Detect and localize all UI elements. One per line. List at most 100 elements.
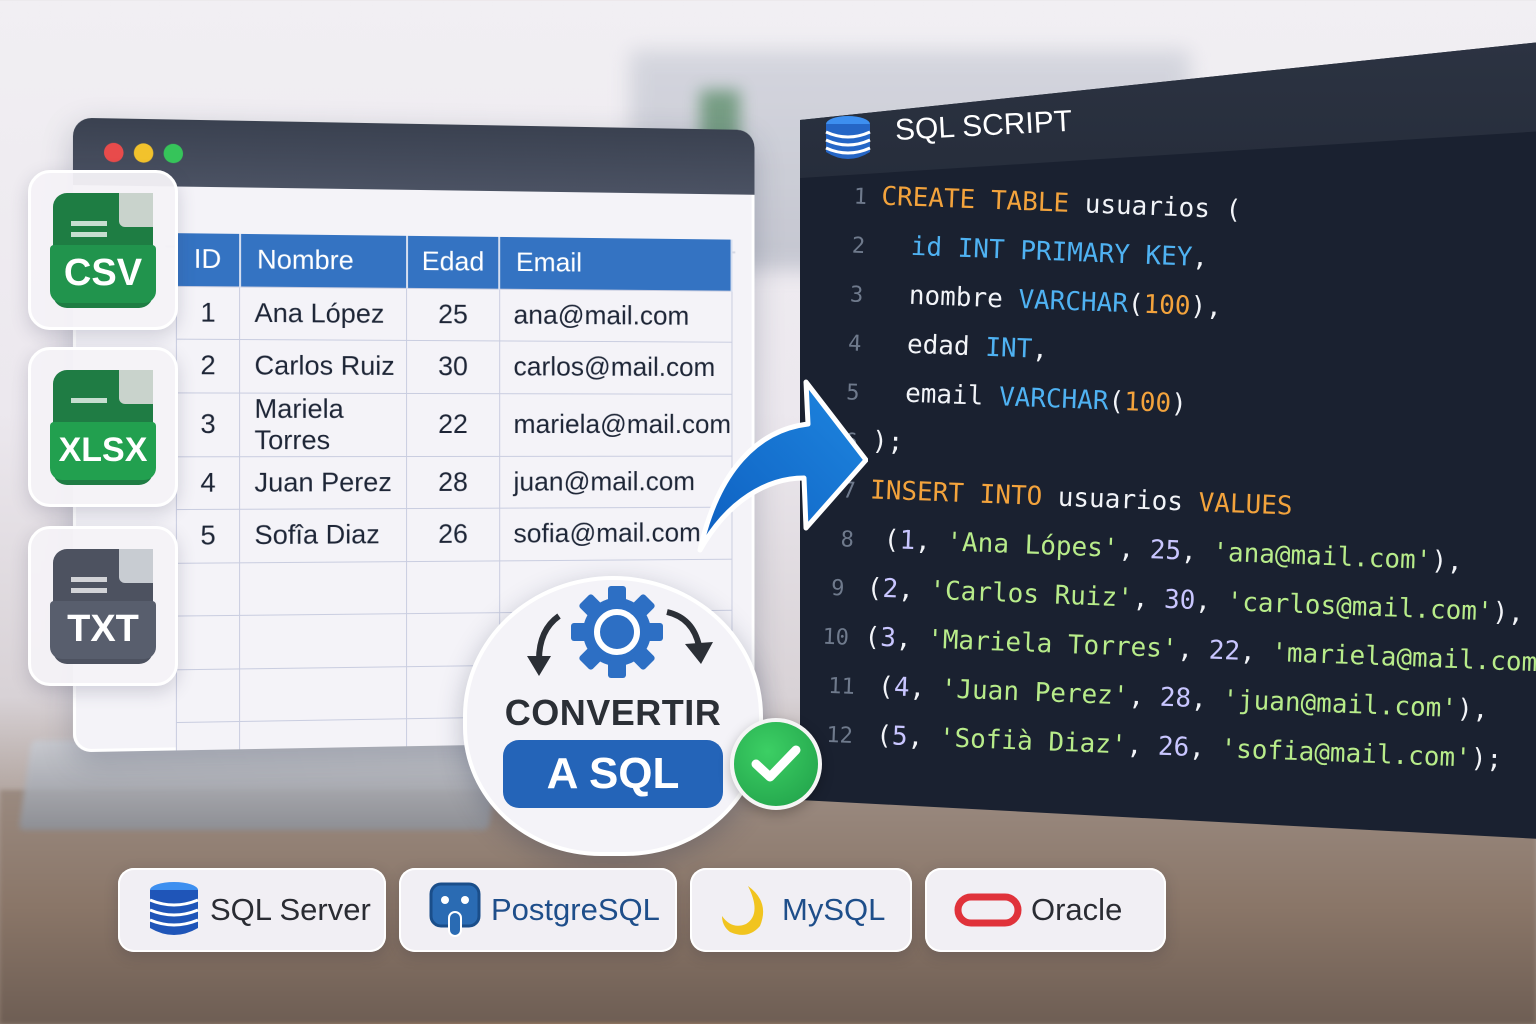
code-token: 100 [1123, 387, 1172, 419]
txt-label: TXT [50, 600, 156, 659]
cell-edad[interactable]: 25 [406, 287, 500, 341]
empty-cell[interactable] [176, 721, 240, 753]
empty-cell[interactable] [239, 561, 407, 616]
file-type-txt-tile[interactable]: TXT [28, 526, 178, 686]
maximize-window-button[interactable] [163, 143, 184, 163]
code-token: 5 [891, 721, 909, 752]
db-option-postgresql[interactable]: PostgreSQL [399, 868, 677, 952]
code-token: 28 [1159, 682, 1192, 714]
line-number: 4 [847, 331, 862, 357]
file-type-xlsx-tile[interactable]: XLSX [28, 347, 178, 507]
cell-edad[interactable]: 26 [406, 508, 500, 562]
column-header-nombre[interactable]: Nombre [239, 233, 407, 288]
empty-cell[interactable] [239, 666, 407, 722]
cell-nombre[interactable]: Mariela Torres [239, 392, 407, 457]
code-token: ) [1170, 388, 1188, 420]
cell-nombre[interactable]: Ana López [239, 286, 407, 341]
code-token: ), [1491, 597, 1525, 629]
table-header-row: ID Nombre Edad Email [176, 233, 732, 291]
code-token: edad [875, 328, 986, 363]
code-token: , [908, 673, 942, 705]
code-token: , [1031, 334, 1049, 366]
code-text: edad INT, [875, 328, 1049, 366]
table-row: 1 Ana López 25 ana@mail.com [176, 285, 732, 343]
empty-cell[interactable] [406, 560, 500, 614]
gear-icon [527, 586, 713, 678]
code-token: ( [860, 720, 893, 752]
column-header-id[interactable]: ID [176, 233, 240, 287]
postgresql-icon [429, 882, 481, 937]
cell-edad[interactable]: 28 [406, 455, 500, 509]
line-number: 3 [849, 282, 864, 308]
code-token: , [897, 574, 931, 606]
code-token: ( [862, 671, 895, 703]
line-number: 10 [821, 624, 850, 651]
code-token: ( [850, 572, 884, 604]
db-option-mysql[interactable]: MySQL [690, 868, 912, 952]
empty-cell[interactable] [176, 562, 240, 617]
cell-nombre[interactable]: Sofîa Diaz [239, 508, 407, 563]
db-label: Oracle [1031, 892, 1123, 927]
code-token: 26 [1157, 731, 1190, 763]
column-header-email[interactable]: Email [499, 236, 732, 291]
cell-nombre[interactable]: Carlos Ruiz [239, 339, 407, 393]
code-token: ), [1430, 545, 1464, 578]
code-token: , [1117, 533, 1151, 566]
sql-script-panel [800, 40, 1536, 840]
db-option-sql-server[interactable]: SQL Server [118, 868, 386, 952]
minimize-window-button[interactable] [133, 142, 154, 163]
code-token: , [907, 722, 940, 754]
code-token: 30 [1163, 584, 1196, 616]
close-window-button[interactable] [103, 142, 124, 162]
code-token: , [1190, 683, 1223, 716]
xlsx-file-icon: XLSX [50, 369, 156, 485]
db-option-oracle[interactable]: Oracle [925, 868, 1166, 952]
code-token [963, 479, 980, 510]
code-token: ); [1470, 743, 1503, 775]
code-text: ); [871, 426, 903, 457]
cell-id[interactable]: 3 [176, 392, 240, 457]
code-token: 1 [898, 525, 916, 557]
code-token: , [914, 526, 948, 558]
code-token: INTO [979, 479, 1043, 512]
cell-nombre[interactable]: Juan Perez [239, 456, 407, 510]
table-row: 3 Mariela Torres 22 mariela@mail.com [176, 392, 732, 457]
cell-edad[interactable]: 22 [406, 392, 500, 457]
line-number: 2 [851, 233, 866, 260]
cell-edad[interactable]: 30 [406, 340, 500, 394]
cell-email[interactable]: ana@mail.com [499, 288, 732, 343]
cell-id[interactable]: 1 [176, 285, 240, 340]
code-token: ), [1189, 291, 1223, 323]
convert-to-sql-button[interactable]: CONVERTIR A SQL [463, 576, 763, 856]
code-token [879, 231, 911, 262]
empty-cell[interactable] [239, 613, 407, 669]
cell-id[interactable]: 2 [176, 339, 240, 393]
empty-cell[interactable] [176, 668, 240, 723]
code-token: 'Carlos Ruiz' [928, 575, 1134, 614]
column-header-edad[interactable]: Edad [406, 235, 500, 289]
code-token: 3 [879, 622, 897, 654]
database-icon [825, 116, 871, 159]
code-token: VARCHAR [1017, 284, 1129, 320]
code-token: , [1127, 681, 1161, 713]
table-row: 5 Sofîa Diaz 26 sofia@mail.com [176, 507, 732, 563]
code-token: nombre [877, 279, 1019, 315]
db-label: PostgreSQL [491, 892, 660, 927]
file-type-csv-tile[interactable]: CSV [28, 170, 178, 330]
line-number: 12 [825, 722, 854, 749]
oracle-icon [954, 893, 1022, 927]
code-token: INT [984, 332, 1033, 365]
table-row: 4 Juan Perez 28 juan@mail.com [176, 455, 732, 510]
empty-cell[interactable] [176, 615, 240, 670]
code-token: usuarios [1041, 482, 1200, 518]
db-label: SQL Server [210, 892, 371, 927]
code-token: , [1180, 536, 1213, 568]
cell-id[interactable]: 5 [176, 509, 240, 563]
db-label: MySQL [782, 892, 886, 927]
cell-id[interactable]: 4 [176, 456, 240, 510]
code-token: ( [1107, 386, 1125, 418]
code-token: , [1188, 732, 1222, 765]
code-token: 'Sofià Diaz' [938, 723, 1128, 761]
code-token: ( [1127, 289, 1145, 320]
